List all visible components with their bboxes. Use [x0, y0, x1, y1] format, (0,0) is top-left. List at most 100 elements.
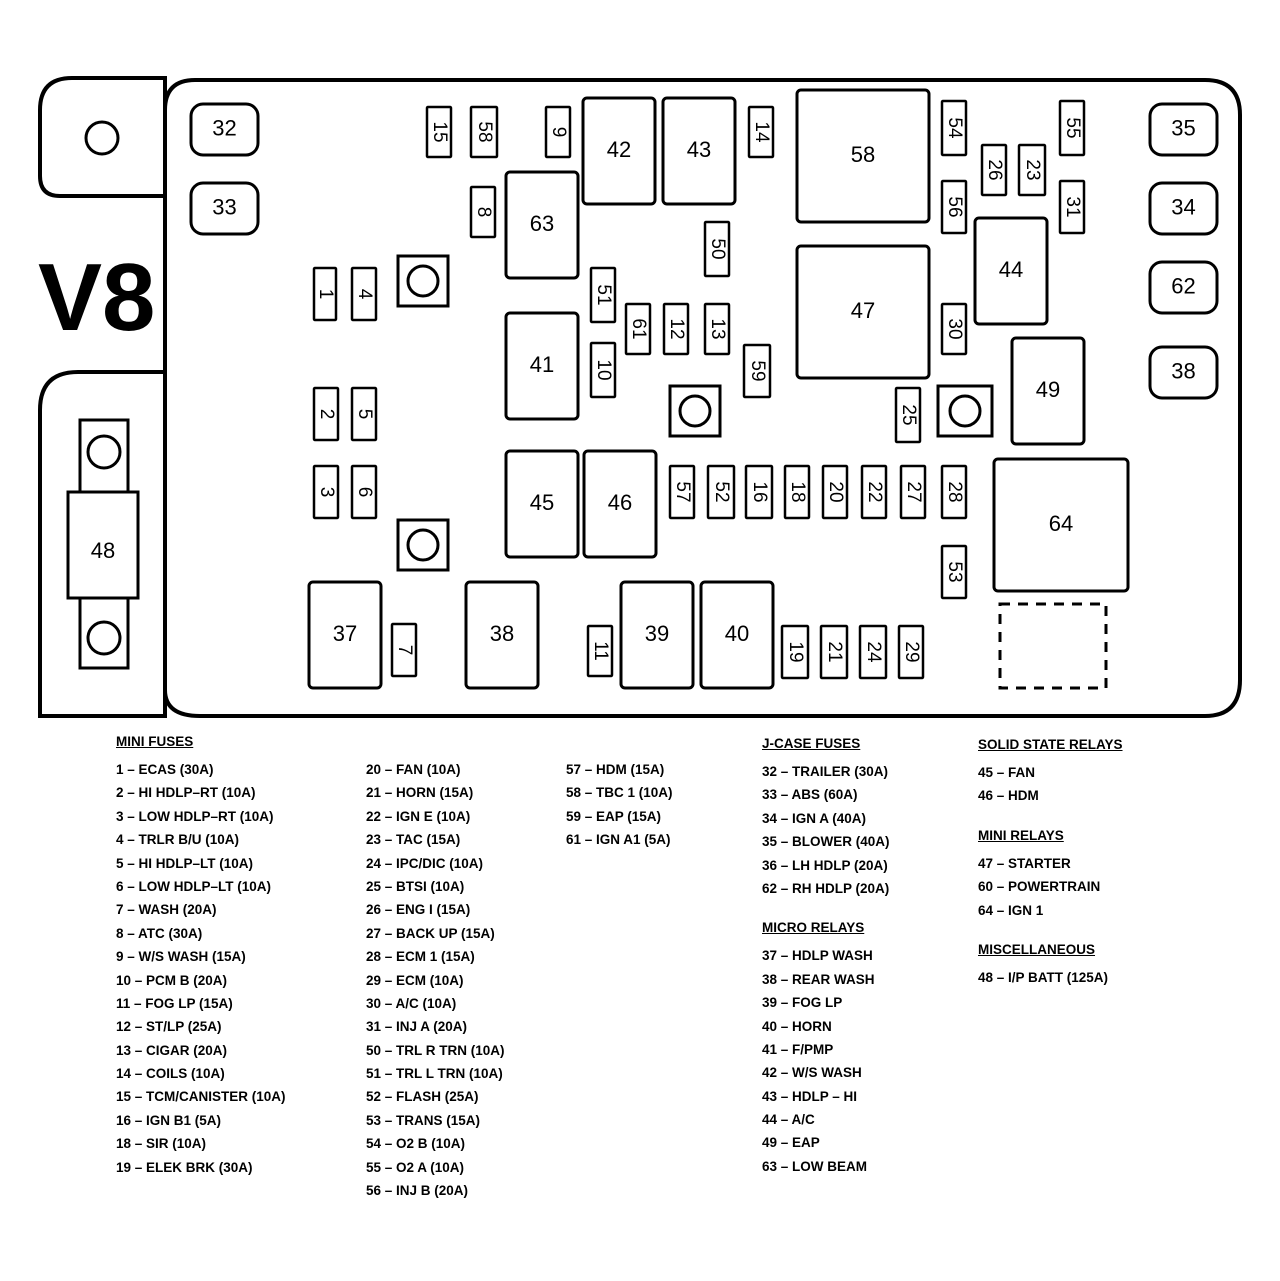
- fuse-7: 7: [390, 622, 418, 678]
- relay-label: 49: [1036, 377, 1060, 402]
- fuse-outline: [940, 99, 968, 157]
- fuse-outline: [819, 624, 849, 680]
- legend-item-mini-fuse: 24 – IPC/DIC (10A): [366, 855, 484, 871]
- fuse-outline: [350, 266, 378, 322]
- jcase-label: 33: [212, 194, 236, 219]
- legend-item-mini-fuse: 7 – WASH (20A): [116, 902, 217, 918]
- jcase-outline: [1148, 260, 1219, 315]
- legend-item-jcase-fuse: 36 – LH HDLP (20A): [762, 857, 888, 873]
- fuse-outline: [744, 464, 774, 520]
- fuse-label: 22: [864, 481, 885, 502]
- relay-label: 41: [530, 352, 554, 377]
- fuse-label: 5: [354, 409, 375, 420]
- engine-label: V8: [38, 244, 155, 351]
- fuse-56: 56: [940, 179, 968, 235]
- fuse-outline: [980, 143, 1008, 197]
- fuse-29: 29: [897, 624, 925, 680]
- fuse-15: 15: [425, 105, 453, 159]
- fuse-outline: [469, 105, 499, 159]
- legend-item-mini-fuse: 30 – A/C (10A): [366, 995, 457, 1011]
- relay-outline: [307, 580, 383, 690]
- jcase-label: 34: [1171, 194, 1195, 219]
- legend-item-mini-fuse: 1 – ECAS (30A): [116, 762, 214, 777]
- relay-label: 47: [851, 298, 875, 323]
- relay-label: 44: [999, 257, 1023, 282]
- relay-outline: [581, 96, 657, 206]
- legend-item-mini-fuse: 54 – O2 B (10A): [366, 1136, 466, 1152]
- legend-item-mini-fuse: 53 – TRANS (15A): [366, 1112, 481, 1128]
- fuse-outline: [940, 302, 968, 356]
- fuse-outline: [544, 105, 572, 159]
- fuse-outline: [899, 464, 927, 520]
- fuse-label: 24: [863, 641, 884, 663]
- relay-39: 39: [619, 580, 695, 690]
- fuse-label: 52: [711, 481, 732, 502]
- legend-item-mini-fuse: 10 – PCM B (20A): [116, 972, 228, 988]
- legend-item-mini-fuse: 16 – IGN B1 (5A): [116, 1112, 222, 1128]
- jcase-62: 62: [1148, 260, 1219, 315]
- legend-item-mini-fuse: 12 – ST/LP (25A): [116, 1019, 222, 1035]
- legend-item-jcase-fuse: 34 – IGN A (40A): [762, 810, 867, 826]
- legend-item-micro-relay: 44 – A/C: [762, 1112, 815, 1128]
- legend-item-jcase-fuse: 62 – RH HDLP (20A): [762, 880, 890, 896]
- fuse-label: 10: [593, 359, 614, 380]
- legend-item-mini-fuse: 55 – O2 A (10A): [366, 1159, 465, 1175]
- legend-item-mini-fuse: 2 – HI HDLP–RT (10A): [116, 785, 256, 801]
- relay-38: 38: [464, 580, 540, 690]
- fuse-21: 21: [819, 624, 849, 680]
- relay-label: 42: [607, 137, 631, 162]
- fuse-6: 6: [350, 464, 378, 520]
- fuse-label: 27: [903, 481, 924, 502]
- relay-label: 64: [1049, 511, 1073, 536]
- fuse-outline: [821, 464, 849, 520]
- legend-item-mini-fuse: 5 – HI HDLP–LT (10A): [116, 855, 254, 871]
- fuse-label: 4: [354, 289, 375, 300]
- fuse-label: 58: [474, 121, 495, 142]
- legend-item-mini-relay: 47 – STARTER: [978, 855, 1071, 871]
- fuse-16: 16: [744, 464, 774, 520]
- fuse-outline: [940, 179, 968, 235]
- legend-item-mini-fuse: 18 – SIR (10A): [116, 1136, 207, 1152]
- jcase-label: 38: [1171, 358, 1195, 383]
- legend-heading-micro-relays: MICRO RELAYS: [762, 920, 865, 936]
- fuse-20: 20: [821, 464, 849, 520]
- fuse-61: 61: [624, 302, 652, 356]
- fuse-label: 1: [315, 289, 336, 300]
- relay-label: 43: [687, 137, 711, 162]
- fuse-54: 54: [940, 99, 968, 157]
- fuse-outline: [940, 464, 968, 520]
- fuse-label: 30: [944, 318, 965, 339]
- fuse-outline: [897, 624, 925, 680]
- fuse-outline: [350, 386, 378, 442]
- relay-outline: [464, 580, 540, 690]
- relay-47: 47: [795, 244, 931, 380]
- legend-item-mini-fuse: 22 – IGN E (10A): [366, 808, 471, 824]
- legend-item-mini-fuse: 56 – INJ B (20A): [366, 1183, 469, 1199]
- legend-item-mini-fuse: 31 – INJ A (20A): [366, 1019, 468, 1035]
- fuse-label: 53: [944, 561, 965, 582]
- legend-item-mini-fuse: 57 – HDM (15A): [566, 762, 665, 777]
- relay-label: 38: [490, 621, 514, 646]
- legend-item-mini-fuse: 51 – TRL L TRN (10A): [366, 1066, 503, 1082]
- relay-outline: [504, 311, 580, 421]
- fuse-label: 56: [944, 196, 965, 217]
- legend-item-mini-fuse: 11 – FOG LP (15A): [116, 995, 233, 1011]
- fuse-outline: [780, 624, 810, 680]
- jcase-outline: [1148, 181, 1219, 236]
- fuse-55: 55: [1058, 99, 1086, 157]
- mounting-hole: [84, 120, 120, 156]
- fuse-14: 14: [747, 105, 775, 159]
- fuse-label: 13: [707, 318, 728, 339]
- legend-heading-mini-relays: MINI RELAYS: [978, 827, 1064, 843]
- fuse-label: 51: [593, 284, 614, 305]
- fuse-label: 50: [707, 238, 728, 259]
- fuse-59: 59: [742, 343, 772, 399]
- fuse-outline: [662, 302, 690, 356]
- fuse-28: 28: [940, 464, 968, 520]
- relay-42: 42: [581, 96, 657, 206]
- legend-item-mini-fuse: 61 – IGN A1 (5A): [566, 832, 671, 848]
- empty-relay-slot: [998, 602, 1108, 690]
- relay-outline: [992, 457, 1130, 593]
- legend-item-mini-relay: 64 – IGN 1: [978, 902, 1044, 918]
